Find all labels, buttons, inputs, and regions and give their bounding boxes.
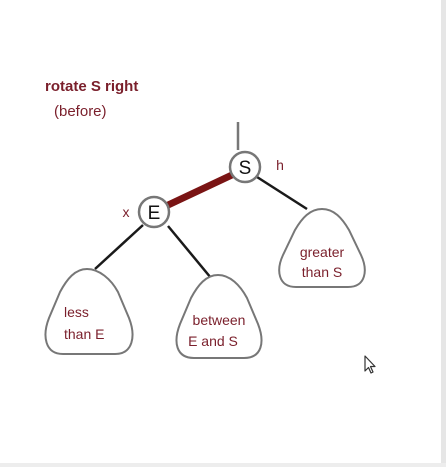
link-e-between [167, 225, 212, 279]
subtree-between-line1: between [193, 312, 246, 328]
node-s-tag: h [276, 157, 284, 173]
cursor-icon [364, 355, 376, 374]
diagram-subtitle: (before) [54, 103, 107, 120]
red-link-s-e [162, 170, 238, 210]
node-e-tag: x [123, 204, 130, 220]
subtree-between-shape [175, 273, 263, 359]
subtree-between-line2: E and S [188, 333, 238, 349]
node-s-circle [228, 150, 262, 184]
link-s-greater [256, 175, 308, 211]
link-e-less [94, 224, 144, 270]
window-edge-right [441, 0, 446, 467]
subtree-greater-line1: greater [300, 244, 345, 260]
subtree-greater-line2: than S [302, 264, 342, 280]
diagram-title: rotate S right [45, 78, 139, 95]
subtree-less-line2: than E [64, 326, 104, 342]
node-e-circle [137, 195, 171, 229]
window-edge-bottom [0, 463, 446, 467]
subtree-greater-shape [278, 207, 366, 288]
subtree-less-shape [44, 267, 134, 355]
subtree-less-line1: less [64, 304, 89, 320]
node-s-label: S [239, 158, 252, 179]
node-e-label: E [148, 203, 161, 224]
